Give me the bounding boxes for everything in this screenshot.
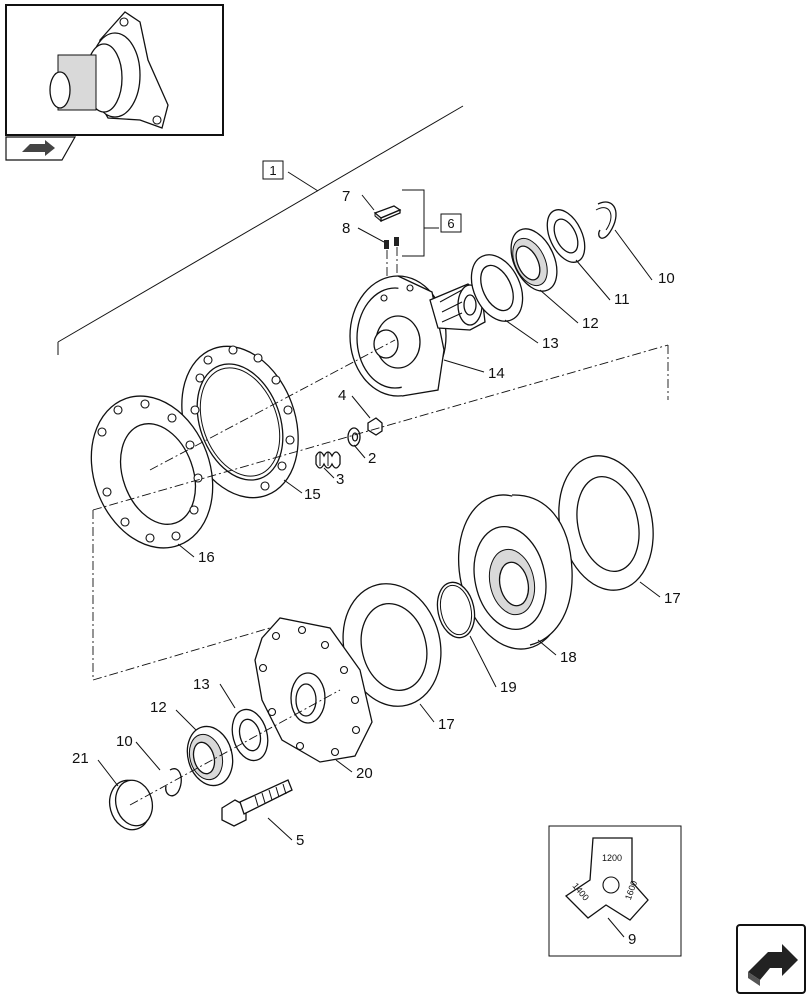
prev-page-arrow-icon[interactable]	[5, 136, 77, 161]
callout-12-bottom: 12	[150, 699, 167, 716]
torque-value-top: 1200	[602, 853, 622, 863]
lower-axis-line	[129, 689, 341, 806]
callout-8: 8	[342, 220, 350, 237]
nut-part-4	[367, 417, 383, 436]
callout-7: 7	[342, 188, 350, 205]
callout-17-middle: 17	[438, 716, 455, 733]
svg-text:6: 6	[447, 216, 454, 231]
key-part-7	[373, 205, 402, 223]
callout-16: 16	[198, 549, 215, 566]
washer-part-2	[347, 427, 361, 447]
ring-part-13-top	[470, 254, 524, 322]
kit-bracket	[402, 189, 439, 257]
torque-detail-box: 1200 1400 1600 9	[548, 825, 682, 957]
bolt-part-5	[221, 779, 293, 827]
callout-13-top: 13	[542, 335, 559, 352]
svg-text:1: 1	[269, 163, 276, 178]
assembly-bracket	[57, 105, 464, 355]
cover-part-20	[254, 617, 373, 763]
callout-4: 4	[338, 387, 346, 404]
callout-10-bottom: 10	[116, 733, 133, 750]
friction-disc-part-17-middle	[342, 583, 442, 707]
drive-flange-thumbnail-icon	[49, 11, 169, 129]
callout-5: 5	[296, 832, 304, 849]
planet-carrier-part-14	[349, 275, 486, 397]
friction-disc-part-17-right	[558, 455, 654, 591]
ring-part-13-bottom	[231, 708, 269, 762]
leader-lines	[97, 194, 661, 841]
spring-part-3	[315, 451, 341, 469]
subassembly-dashed-outline	[92, 339, 669, 681]
housing-part-18	[457, 494, 573, 650]
callout-14: 14	[488, 365, 505, 382]
callout-labels: 7 8 10 11 12 13 14 4 2 3 15 16 17 18 19 …	[72, 188, 681, 849]
thumbnail-view[interactable]	[5, 4, 224, 136]
kit-ref-box: 6	[440, 213, 462, 233]
bearing-part-12-top	[510, 228, 558, 292]
gasket-part-16	[90, 395, 214, 549]
callout-13-bottom: 13	[193, 676, 210, 693]
assembly-ref-box: 1	[262, 160, 284, 180]
callout-19: 19	[500, 679, 517, 696]
callout-18: 18	[560, 649, 577, 666]
snap-ring-part-10-top	[595, 201, 617, 239]
o-ring-part-19	[436, 581, 476, 639]
next-page-arrow-icon[interactable]	[736, 924, 806, 994]
callout-3: 3	[336, 471, 344, 488]
callout-21: 21	[72, 750, 89, 767]
ring-part-11	[546, 209, 586, 263]
callout-2: 2	[368, 450, 376, 467]
callout-10-top: 10	[658, 270, 675, 287]
callout-17-right: 17	[664, 590, 681, 607]
callout-15: 15	[304, 486, 321, 503]
bearing-part-12-bottom	[186, 725, 234, 787]
callout-9: 9	[628, 931, 636, 948]
callout-11: 11	[614, 291, 630, 308]
callout-20: 20	[356, 765, 373, 782]
snap-ring-part-10-bottom	[165, 768, 182, 797]
callout-12-top: 12	[582, 315, 599, 332]
